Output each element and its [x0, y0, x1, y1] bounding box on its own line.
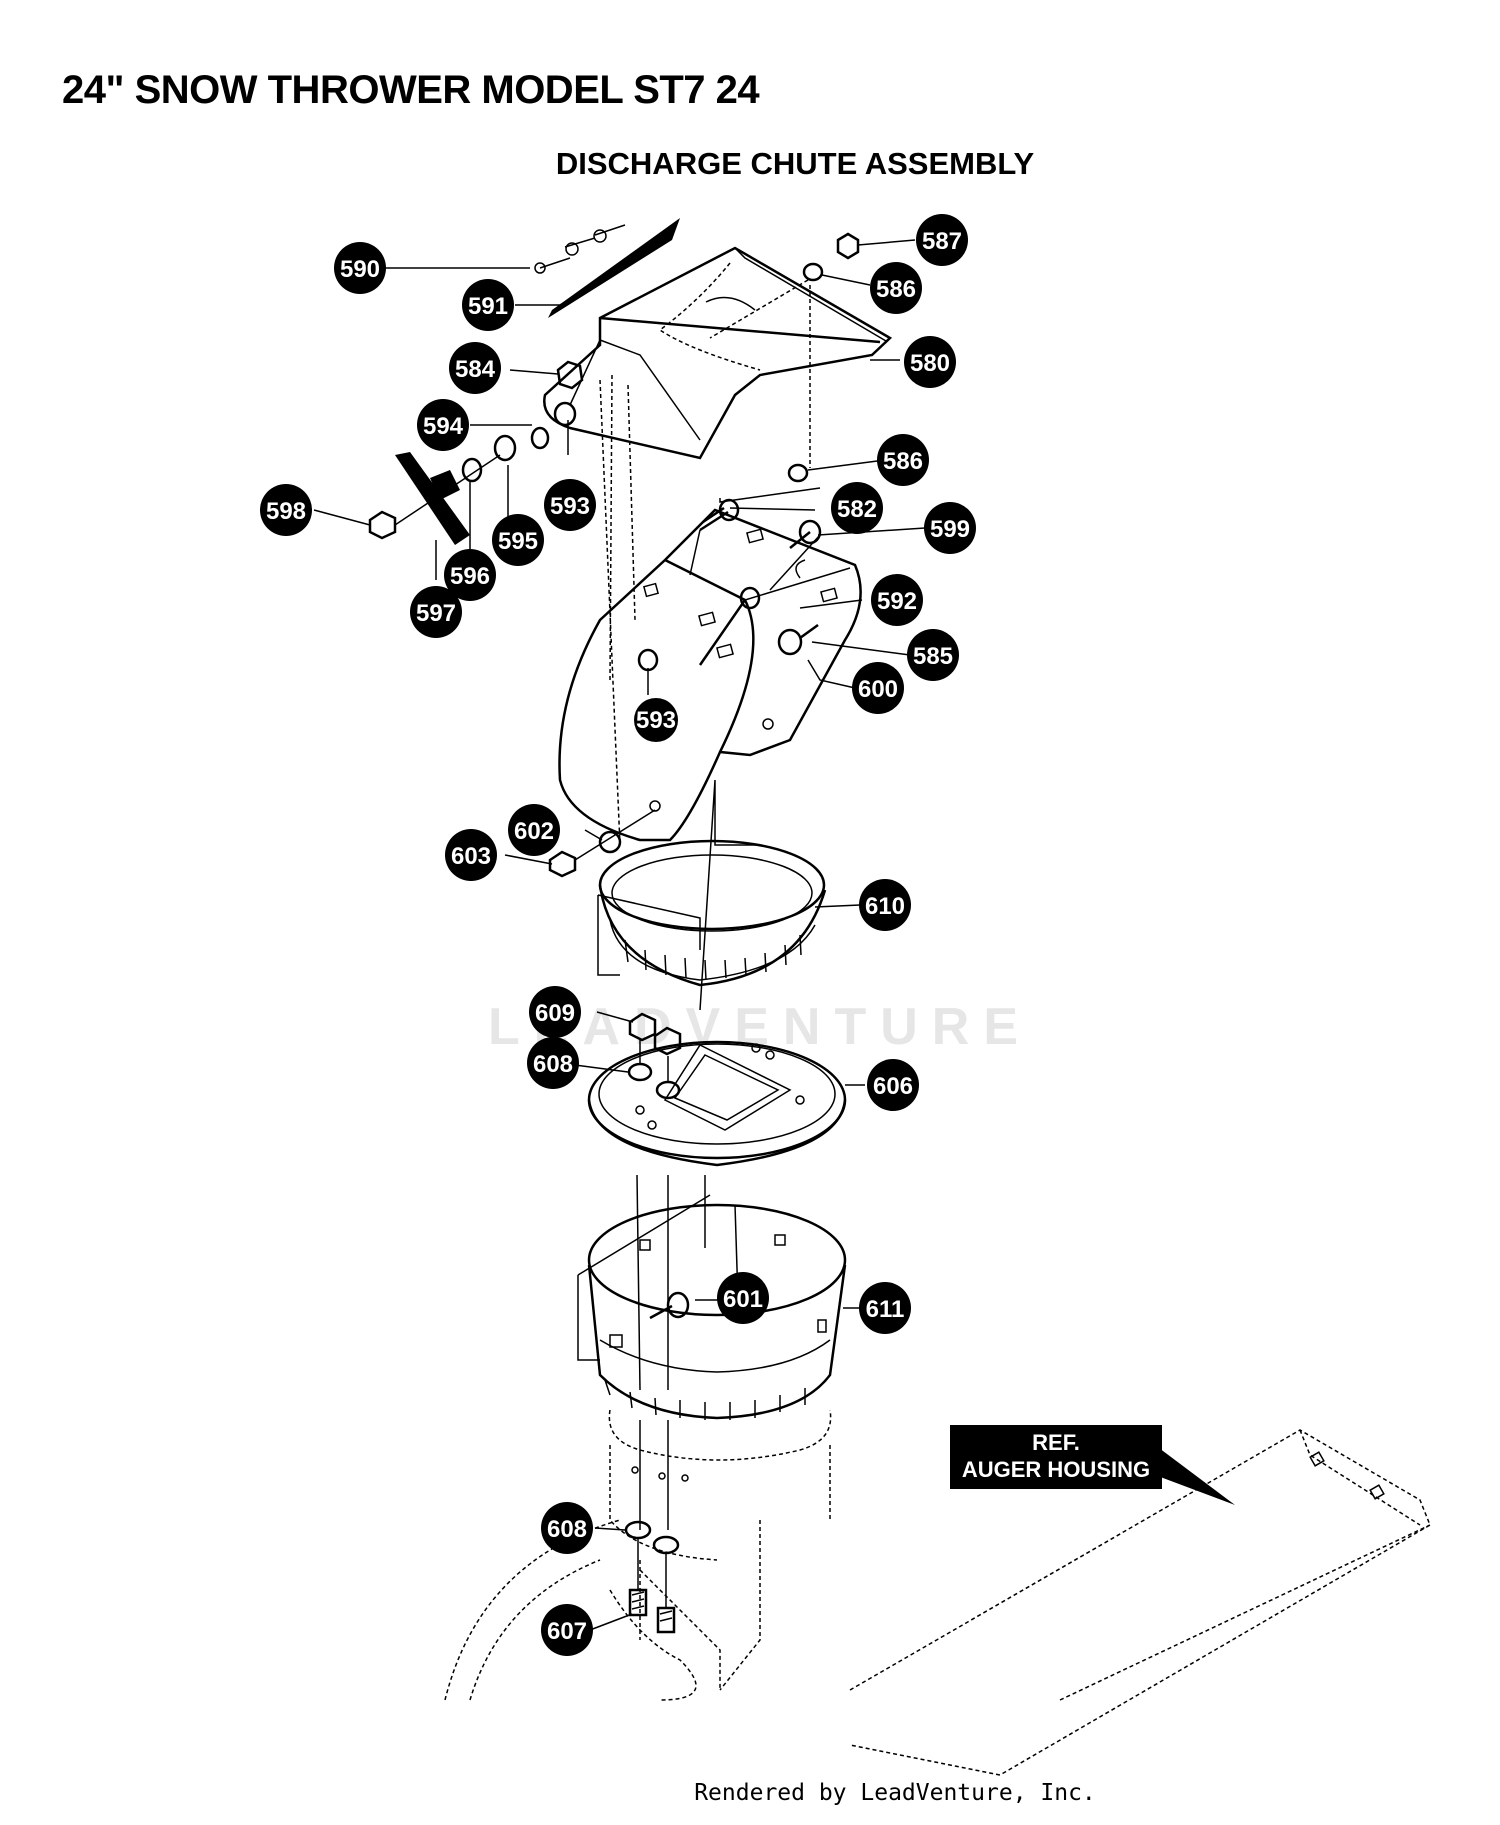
svg-text:582: 582: [837, 496, 877, 523]
callout-585[interactable]: 585: [907, 629, 959, 681]
svg-text:584: 584: [455, 356, 496, 383]
hardware-587-586: [709, 232, 860, 483]
callout-600[interactable]: 600: [852, 662, 904, 714]
page-title: 24" SNOW THROWER MODEL ST7 24: [62, 68, 760, 112]
svg-text:585: 585: [913, 643, 953, 670]
clip-plate-591: [534, 218, 680, 318]
callout-596[interactable]: 596: [444, 549, 496, 601]
deflector-580: [543, 246, 893, 460]
svg-text:593: 593: [550, 493, 590, 520]
ref-label-line1: REF.: [1032, 1430, 1080, 1455]
callout-599[interactable]: 599: [924, 502, 976, 554]
hardware-602-603: [548, 809, 656, 878]
svg-text:611: 611: [866, 1296, 905, 1323]
callout-592[interactable]: 592: [871, 574, 923, 626]
upper-ring-610: [597, 779, 827, 1011]
upper-chute-600: [558, 508, 862, 842]
ref-label-line2: AUGER HOUSING: [962, 1457, 1150, 1482]
callout-606[interactable]: 606: [867, 1059, 919, 1111]
reference-label-auger-housing: REF. AUGER HOUSING: [950, 1425, 1235, 1505]
svg-text:594: 594: [423, 413, 464, 440]
callout-593-upper[interactable]: 593: [544, 479, 596, 531]
svg-text:596: 596: [450, 563, 490, 590]
callout-591[interactable]: 591: [462, 279, 514, 331]
callout-582[interactable]: 582: [831, 482, 883, 534]
svg-text:599: 599: [930, 516, 970, 543]
svg-text:586: 586: [883, 448, 923, 475]
svg-text:601: 601: [723, 1286, 763, 1313]
callout-580[interactable]: 580: [904, 336, 956, 388]
svg-text:609: 609: [535, 1000, 575, 1027]
callout-587[interactable]: 587: [916, 214, 968, 266]
svg-text:591: 591: [468, 293, 508, 320]
svg-text:586: 586: [876, 276, 916, 303]
lower-bolts-607: [624, 1520, 680, 1634]
svg-text:608: 608: [547, 1516, 587, 1543]
svg-text:603: 603: [451, 843, 491, 870]
callout-590[interactable]: 590: [334, 242, 386, 294]
callout-593-lower[interactable]: 593: [634, 698, 678, 742]
svg-text:610: 610: [865, 893, 905, 920]
svg-text:597: 597: [416, 600, 456, 627]
diagram-subtitle: DISCHARGE CHUTE ASSEMBLY: [555, 146, 1035, 181]
plate-606: [587, 1012, 847, 1167]
svg-text:592: 592: [877, 588, 917, 615]
callout-609[interactable]: 609: [529, 986, 581, 1038]
svg-text:602: 602: [514, 818, 554, 845]
svg-text:600: 600: [858, 676, 898, 703]
callouts: 590 591 587 586 580 584 594 593 586 582 …: [260, 214, 976, 1656]
footer-credit: Rendered by LeadVenture, Inc.: [694, 1780, 1096, 1806]
callout-595[interactable]: 595: [492, 514, 544, 566]
leader-lines: [313, 239, 926, 1631]
callout-610[interactable]: 610: [859, 879, 911, 931]
hardware-stack-left: [368, 360, 636, 846]
callout-598[interactable]: 598: [260, 484, 312, 536]
svg-text:587: 587: [922, 228, 962, 255]
callout-586-upper[interactable]: 586: [870, 262, 922, 314]
svg-text:590: 590: [340, 256, 380, 283]
callout-602[interactable]: 602: [508, 804, 560, 856]
callout-608-upper[interactable]: 608: [527, 1037, 579, 1089]
svg-text:595: 595: [498, 528, 538, 555]
svg-text:608: 608: [533, 1051, 573, 1078]
callout-584[interactable]: 584: [449, 342, 501, 394]
callout-594[interactable]: 594: [417, 399, 469, 451]
callout-601[interactable]: 601: [717, 1272, 769, 1324]
lower-ring-611: [577, 1174, 847, 1420]
callout-608-lower[interactable]: 608: [541, 1502, 593, 1554]
svg-text:593: 593: [636, 707, 676, 734]
callout-586-lower[interactable]: 586: [877, 434, 929, 486]
svg-text:598: 598: [266, 498, 306, 525]
callout-603[interactable]: 603: [445, 829, 497, 881]
callout-597[interactable]: 597: [410, 586, 462, 638]
svg-text:607: 607: [547, 1618, 587, 1645]
callout-607[interactable]: 607: [541, 1604, 593, 1656]
svg-text:580: 580: [910, 350, 950, 377]
svg-text:606: 606: [873, 1073, 913, 1100]
auger-housing-reference: [444, 1409, 1431, 1776]
callout-611[interactable]: 611: [859, 1282, 911, 1334]
